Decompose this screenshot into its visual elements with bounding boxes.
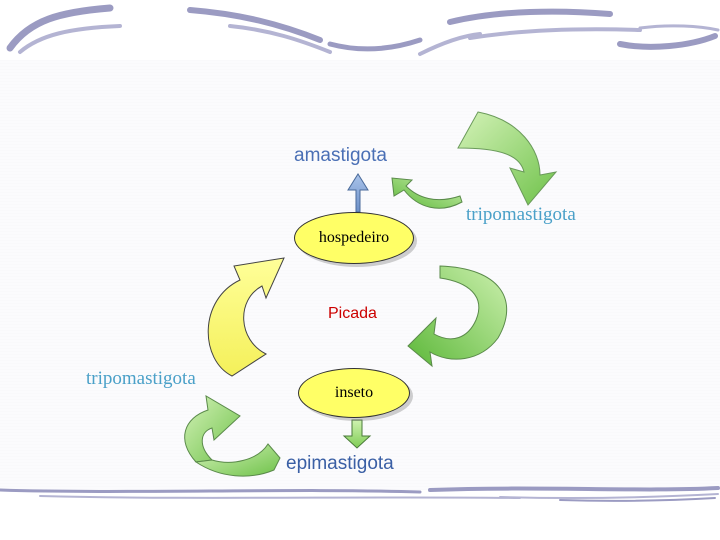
green-curved-arrow-bottom-left — [185, 396, 280, 476]
label-hospedeiro: hospedeiro — [319, 229, 389, 247]
curved-arrow-top-right — [458, 112, 556, 205]
label-epimastigota: epimastigota — [286, 454, 394, 473]
oval-hospedeiro: hospedeiro — [294, 212, 414, 264]
label-amastigota: amastigota — [294, 146, 387, 165]
green-down-arrow — [344, 420, 370, 448]
label-picada: Picada — [328, 306, 377, 322]
small-arrow-to-amastigota — [392, 178, 462, 208]
label-tripomastigota-right: tripomastigota — [466, 205, 576, 224]
oval-inseto: inseto — [298, 368, 410, 418]
top-brush-strokes — [10, 8, 718, 54]
green-curved-arrow-right — [408, 266, 507, 366]
blue-up-arrow — [348, 174, 368, 212]
yellow-curved-arrow — [208, 258, 284, 376]
bottom-brush-strokes — [0, 488, 718, 501]
label-tripomastigota-left: tripomastigota — [86, 369, 196, 388]
label-inseto: inseto — [335, 384, 373, 402]
